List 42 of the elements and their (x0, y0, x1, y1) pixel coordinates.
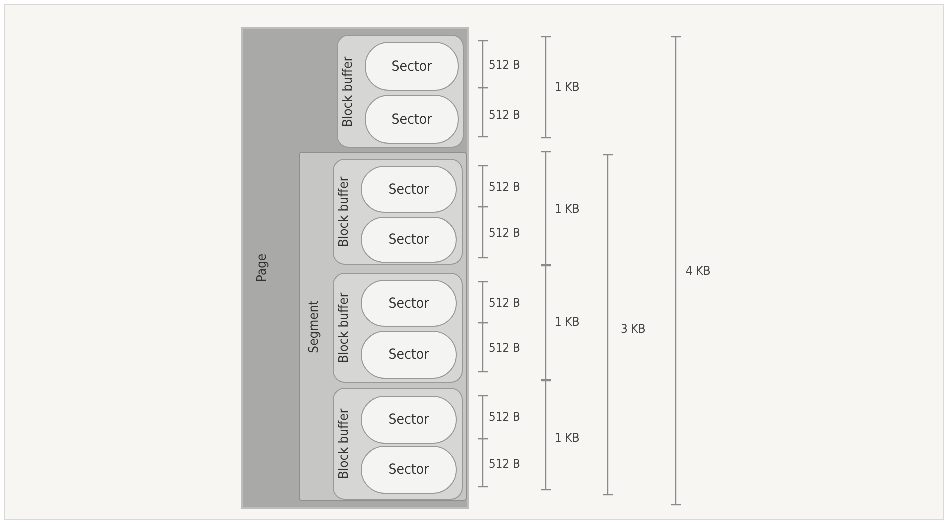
segment-panel (299, 152, 467, 501)
block-buffer-box (333, 388, 463, 500)
dimension-label: 3 KB (621, 322, 646, 336)
dimension-label: 1 KB (555, 80, 580, 94)
sector-label: Sector (388, 347, 430, 363)
dimension-label: 1 KB (555, 431, 580, 445)
sector-label: Sector (392, 112, 432, 128)
group-title: Page (255, 254, 270, 282)
sector-pill (361, 331, 457, 379)
dimension-label: 512 B (489, 108, 520, 122)
group-title: Block buffer (337, 292, 352, 364)
dimension-label: 512 B (489, 410, 520, 424)
dimension-label: 512 B (489, 457, 520, 471)
sector-pill (361, 217, 457, 263)
sector-label: Sector (388, 462, 430, 478)
group-title: Block buffer (337, 408, 352, 480)
block-buffer-box (333, 273, 463, 383)
sector-label: Sector (388, 412, 430, 428)
dimension-label: 1 KB (555, 315, 580, 329)
sector-pill (361, 396, 457, 444)
dimension-label: 512 B (489, 58, 520, 72)
sector-label: Sector (392, 58, 432, 74)
dimension-label: 512 B (489, 341, 520, 355)
dimension-label: 512 B (489, 226, 520, 240)
group-title: Segment (307, 300, 322, 353)
sector-pill (361, 166, 457, 213)
dimension-label: 1 KB (555, 202, 580, 216)
sector-pill (365, 95, 459, 144)
group-title: Block buffer (341, 56, 356, 127)
sector-label: Sector (388, 182, 430, 198)
block-buffer-box (337, 35, 464, 148)
block-buffer-box (333, 159, 463, 265)
sector-pill (365, 42, 459, 91)
sector-pill (361, 446, 457, 494)
page-panel (241, 27, 469, 509)
sector-label: Sector (388, 296, 430, 312)
dimension-label: 512 B (489, 180, 520, 194)
group-title: Block buffer (337, 176, 352, 248)
sector-pill (361, 280, 457, 327)
dimension-label: 512 B (489, 296, 520, 310)
sector-label: Sector (388, 232, 430, 248)
dimension-label: 4 KB (686, 264, 711, 278)
